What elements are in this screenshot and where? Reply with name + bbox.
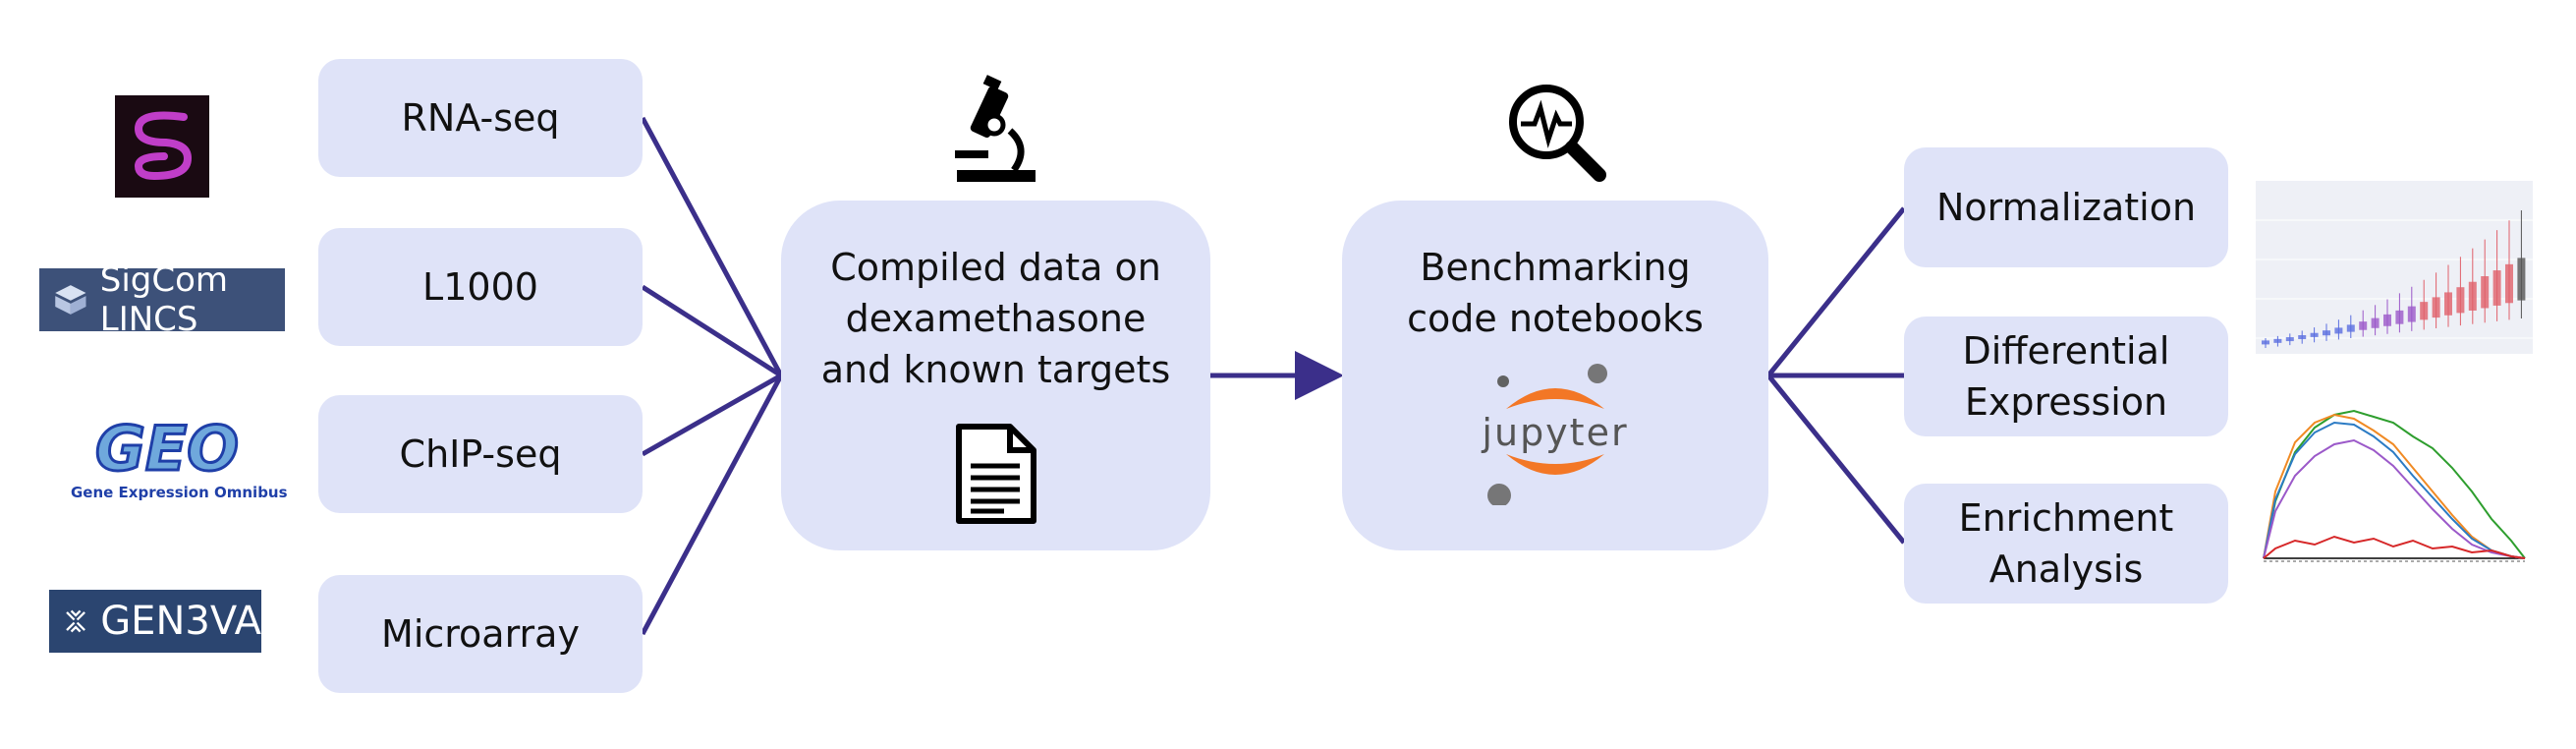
source-label: L1000 — [422, 265, 538, 309]
source-chipseq: ChIP-seq — [318, 395, 643, 513]
output-label-line2: Expression — [1964, 380, 2168, 424]
cube-icon — [55, 285, 86, 315]
boxplot-box — [2346, 324, 2355, 332]
boxplot-box — [2323, 330, 2330, 336]
source-rnaseq: RNA-seq — [318, 59, 643, 177]
geo-logo: GEO — [79, 412, 255, 501]
boxplot-box — [2298, 335, 2307, 340]
boxplot-thumbnail — [2256, 181, 2533, 354]
line-microarray — [640, 374, 784, 636]
boxplot-box — [2481, 276, 2490, 309]
jupyter-wordmark: jupyter — [1482, 411, 1629, 454]
line-chipseq — [641, 373, 783, 457]
output-label-line1: Enrichment — [1958, 496, 2174, 540]
output-enrichment-analysis: Enrichment Analysis — [1904, 484, 2228, 604]
sigcom-lincs-logo: SigCom LINCS — [39, 260, 285, 339]
boxplot-box — [2420, 302, 2429, 320]
gen3va-logo-text: GEN3VA — [100, 599, 261, 644]
boxplot-box — [2407, 306, 2416, 322]
line-rnaseq — [640, 116, 784, 377]
document-icon — [955, 424, 1036, 524]
boxplot-box — [2273, 338, 2282, 343]
line-enrichment — [1766, 374, 1906, 545]
boxplot-box — [2262, 340, 2269, 345]
boxplot-box — [2359, 321, 2368, 330]
boxplot-box — [2517, 258, 2526, 301]
jupyter-logo: jupyter — [1482, 358, 1629, 505]
source-label: RNA-seq — [401, 96, 560, 140]
benchmark-line2: code notebooks — [1407, 297, 1704, 340]
boxplot-box — [2432, 297, 2440, 318]
source-label: Microarray — [381, 612, 580, 656]
geo-subtitle: Gene Expression Omnibus — [71, 484, 288, 501]
compiled-data-box: Compiled data on dexamethasone and known… — [781, 201, 1210, 550]
boxplot-box — [2505, 263, 2513, 304]
output-label-line2: Analysis — [1988, 547, 2144, 591]
geo-title: GEO — [95, 413, 239, 482]
benchmark-line1: Benchmarking — [1420, 246, 1691, 289]
enrichment-curves-thumbnail — [2263, 409, 2526, 562]
boxplot-box — [2444, 292, 2452, 316]
compiled-line3: and known targets — [820, 348, 1171, 391]
source-l1000: L1000 — [318, 228, 643, 346]
enrichr-logo — [115, 95, 209, 198]
source-label: ChIP-seq — [399, 432, 562, 476]
x-mark-icon — [66, 609, 85, 633]
boxplot-box — [2383, 314, 2391, 326]
boxplot-box — [2395, 310, 2404, 324]
search-pulse-icon — [1509, 85, 1606, 182]
output-normalization: Normalization — [1904, 147, 2228, 267]
boxplot-box — [2492, 270, 2501, 306]
gen3va-logo: GEN3VA — [49, 590, 261, 653]
compiled-line2: dexamethasone — [845, 297, 1147, 340]
lincs-logo-text: SigCom LINCS — [99, 260, 229, 339]
benchmark-text: Benchmarking code notebooks — [1407, 242, 1704, 344]
boxplot-box — [2310, 332, 2319, 337]
line-normalization — [1766, 206, 1906, 377]
boxplot-box — [2334, 327, 2343, 334]
boxplot-box — [2371, 317, 2380, 328]
output-label: Normalization — [1935, 186, 2197, 229]
benchmark-box: Benchmarking code notebooks jupyter — [1342, 201, 1768, 550]
output-differential-expression: Differential Expression — [1904, 317, 2228, 436]
boxplot-box — [2468, 281, 2477, 311]
compiled-text: Compiled data on dexamethasone and known… — [821, 242, 1171, 395]
line-l1000 — [641, 284, 783, 378]
output-label-line1: Differential — [1962, 329, 2170, 373]
source-microarray: Microarray — [318, 575, 643, 693]
boxplot-box — [2456, 287, 2465, 314]
microscope-icon — [955, 75, 1036, 182]
boxplot-box — [2285, 337, 2294, 342]
compiled-line1: Compiled data on — [830, 246, 1161, 289]
